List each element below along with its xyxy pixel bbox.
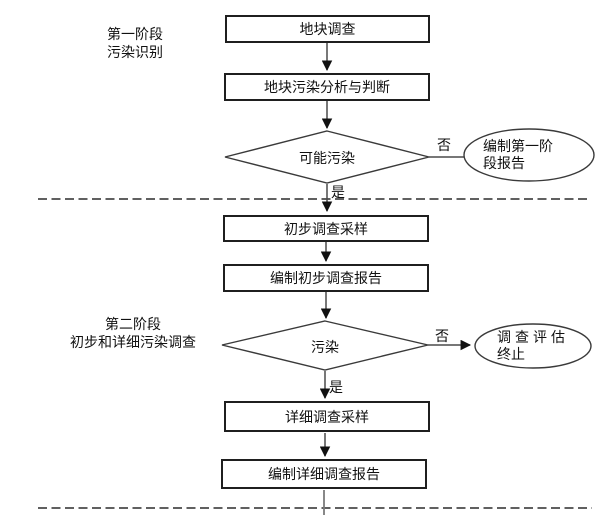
node-detailed-sampling: 详细调查采样 [224,401,430,432]
phase1-label-line1: 第一阶段 [107,26,163,42]
phase2-label-line1: 第二阶段 [105,316,161,332]
phase2-label-line2: 初步和详细污染调查 [70,334,196,350]
terminal-phase1-report-ellipse [463,128,595,182]
terminal-survey-end-ellipse [474,323,592,369]
node-site-survey: 地块调查 [225,15,430,43]
edge-label-yes-2: 是 [329,379,343,395]
decision-pollution-label: 污染 [311,339,339,355]
decision-possible-pollution-diamond [224,130,430,184]
node-detailed-report: 编制详细调查报告 [221,459,427,489]
node-site-pollution-analysis: 地块污染分析与判断 [224,73,430,101]
node-preliminary-report: 编制初步调查报告 [223,264,429,292]
terminal-phase1-report-label: 编制第一阶 段报告 [483,138,553,172]
edge-label-yes-1: 是 [331,184,345,200]
terminal-phase1-report-line2: 段报告 [483,155,525,171]
node-preliminary-sampling: 初步调查采样 [223,215,429,242]
phase1-label: 第一阶段 污染识别 [65,25,205,61]
phase1-label-line2: 污染识别 [107,44,163,60]
terminal-survey-end-line1: 调查评估 [497,329,569,345]
decision-possible-pollution-label: 可能污染 [299,150,355,166]
decision-pollution-diamond [221,320,429,371]
edge-label-no-1: 否 [437,137,451,153]
edge-label-no-2: 否 [435,328,449,344]
phase2-label: 第二阶段 初步和详细污染调查 [33,315,233,351]
terminal-survey-end-label: 调查评估 终止 [497,329,569,363]
terminal-survey-end-line2: 终止 [497,346,525,362]
terminal-phase1-report-line1: 编制第一阶 [483,138,553,154]
